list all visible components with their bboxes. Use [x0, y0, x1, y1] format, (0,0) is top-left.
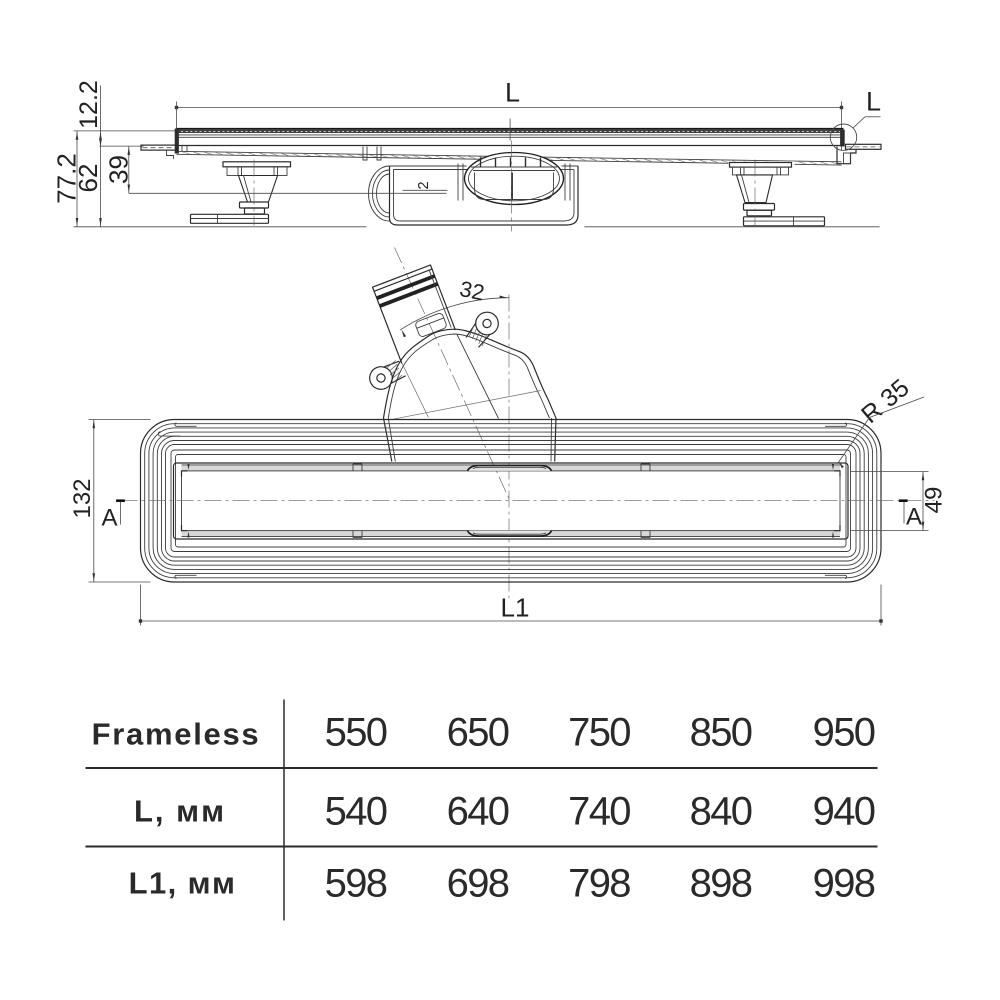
- svg-text:62: 62: [73, 164, 103, 193]
- svg-text:740: 740: [568, 790, 630, 834]
- svg-text:A: A: [101, 505, 117, 532]
- svg-text:940: 940: [813, 790, 875, 834]
- svg-text:750: 750: [568, 711, 630, 755]
- svg-text:550: 550: [325, 711, 387, 755]
- svg-text:2: 2: [416, 181, 432, 189]
- svg-text:77.2: 77.2: [52, 153, 82, 204]
- svg-text:A: A: [906, 504, 922, 531]
- svg-text:850: 850: [690, 711, 752, 755]
- svg-text:32: 32: [457, 276, 486, 306]
- svg-text:698: 698: [447, 862, 509, 906]
- svg-text:Frameless: Frameless: [92, 717, 261, 752]
- svg-text:49: 49: [921, 487, 948, 514]
- svg-text:650: 650: [447, 711, 509, 755]
- svg-text:L, мм: L, мм: [134, 794, 226, 829]
- svg-text:132: 132: [69, 478, 96, 518]
- svg-text:998: 998: [813, 862, 875, 906]
- svg-text:L1: L1: [501, 593, 530, 623]
- svg-text:12.2: 12.2: [75, 80, 103, 129]
- svg-text:L1, мм: L1, мм: [129, 866, 237, 901]
- svg-text:R 35: R 35: [856, 374, 914, 429]
- svg-text:L: L: [505, 78, 520, 108]
- svg-text:L: L: [866, 87, 881, 117]
- svg-text:598: 598: [325, 862, 387, 906]
- svg-text:898: 898: [690, 862, 752, 906]
- svg-text:39: 39: [104, 155, 134, 184]
- svg-text:540: 540: [325, 790, 387, 834]
- svg-text:840: 840: [690, 790, 752, 834]
- svg-text:640: 640: [447, 790, 509, 834]
- svg-text:798: 798: [568, 862, 630, 906]
- svg-text:950: 950: [813, 711, 875, 755]
